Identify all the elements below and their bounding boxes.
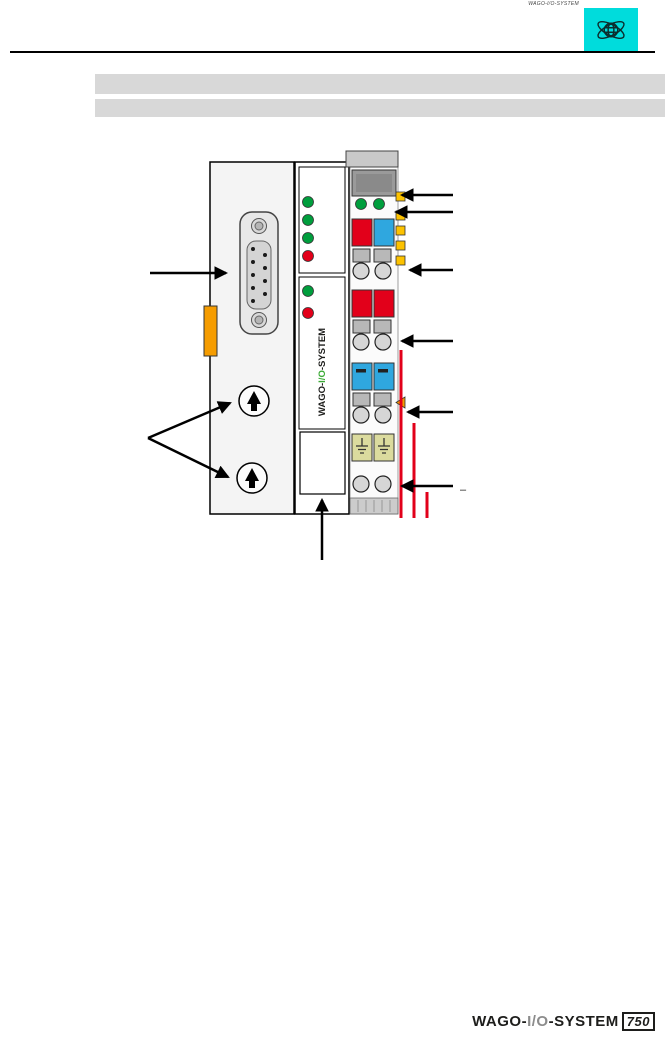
- terminal-ground-d2: [373, 433, 395, 462]
- release-latch: [345, 150, 399, 168]
- address-switch-upper: [238, 385, 270, 417]
- ground-symbol-1: [356, 438, 368, 454]
- io-module-right: [345, 150, 406, 515]
- atom-logo-icon: [597, 21, 625, 39]
- address-switch-lower: [236, 462, 268, 494]
- terminal-ground-d1: [351, 433, 373, 462]
- terminal-group-a: [351, 218, 395, 280]
- terminal-group-c: [351, 362, 395, 424]
- terminal-blue-c2: [373, 362, 395, 391]
- callout-arrow-switch-upper: [147, 401, 232, 440]
- footer-brand-io: I/O: [527, 1013, 549, 1030]
- led-green-3: [302, 232, 314, 244]
- led-green-2: [302, 214, 314, 226]
- terminal-blue-c1: [351, 362, 373, 391]
- callout-arrow-switch-lower: [147, 436, 230, 479]
- din-rail-orange-tab: [203, 305, 218, 357]
- led-red-1: [302, 250, 314, 262]
- system-side-label: WAGO-I/O-SYSTEM: [317, 328, 328, 416]
- footer-brand-system: -SYSTEM: [548, 1013, 619, 1030]
- terminal-red-a: [351, 218, 373, 247]
- terminal-group-b: [351, 289, 395, 351]
- terminal-red-b2: [373, 289, 395, 318]
- terminal-group-d: [351, 433, 395, 493]
- footer-brand-number: 750: [621, 1012, 655, 1031]
- coupler-middle-module: WAGO-I/O-SYSTEM: [294, 161, 350, 515]
- led-green-1: [302, 196, 314, 208]
- section-heading-bar-1: [95, 74, 665, 94]
- header-logo-box: [584, 8, 638, 52]
- minus-label: –: [460, 484, 467, 496]
- dsub9-connector: [239, 211, 279, 335]
- status-leds-top: [302, 196, 314, 262]
- config-interface-cover: [299, 431, 346, 495]
- terminal-red-b1: [351, 289, 373, 318]
- io-led-green-1: [355, 198, 367, 210]
- callout-arrows: [147, 188, 453, 560]
- ground-symbol-2: [378, 438, 390, 454]
- section-heading-bar-2: [95, 99, 665, 117]
- footer-brand-wago: WAGO-: [472, 1013, 528, 1030]
- led-red-2: [302, 307, 314, 319]
- io-led-green-2: [373, 198, 385, 210]
- coupler-left-module: [203, 161, 295, 515]
- power-jumper-wires: [399, 350, 429, 518]
- status-leds-supply: [302, 285, 314, 319]
- dsub9-pins: [251, 247, 267, 303]
- terminal-blue-a: [373, 218, 395, 247]
- io-status-leds: [355, 198, 385, 210]
- header-rule: [10, 51, 655, 53]
- header-mini-caption: WAGO-I/O-SYSTEM: [528, 1, 579, 7]
- led-green-4: [302, 285, 314, 297]
